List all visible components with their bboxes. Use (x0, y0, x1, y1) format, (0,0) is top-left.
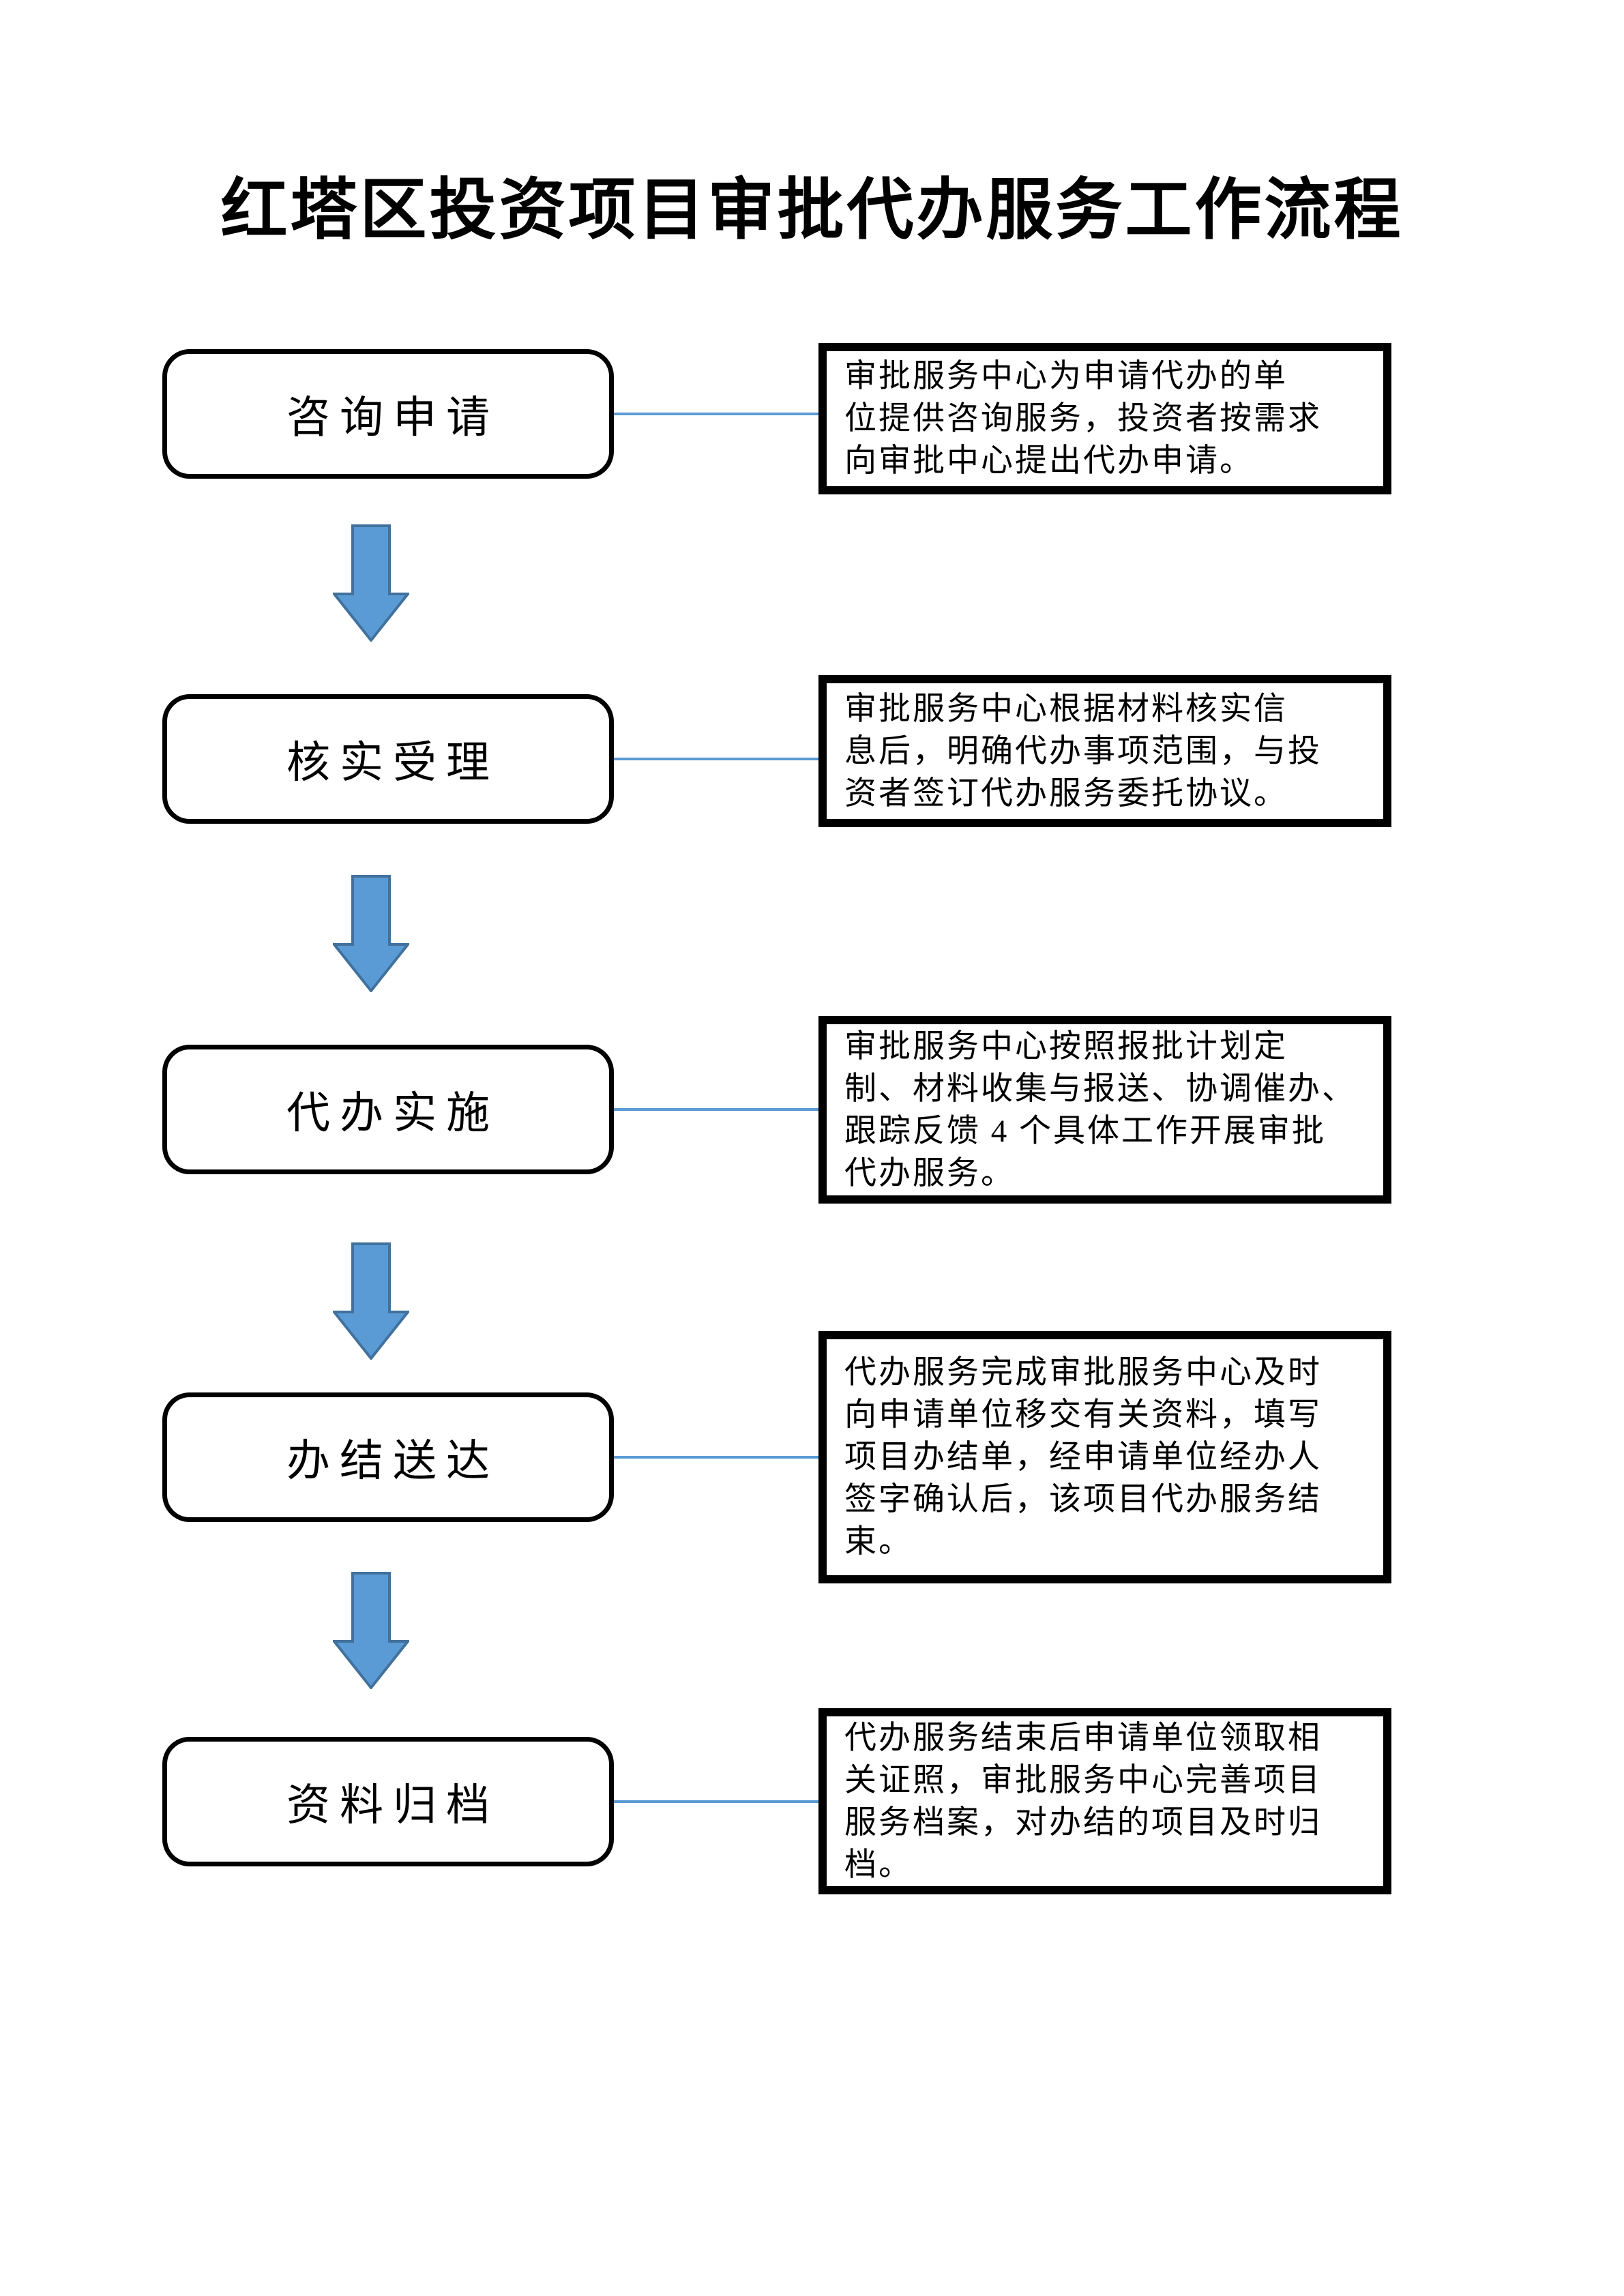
step-box-agency-implement: 代办实施 (162, 1045, 614, 1174)
down-arrow-icon (333, 524, 409, 642)
connector-line (614, 1800, 818, 1803)
step-description: 代办服务完成审批服务中心及时 向申请单位移交有关资料，填写 项目办结单，经申请单… (844, 1355, 1322, 1560)
step-description-box: 代办服务完成审批服务中心及时 向申请单位移交有关资料，填写 项目办结单，经申请单… (818, 1331, 1391, 1583)
connector-line (614, 758, 818, 760)
step-box-complete-deliver: 办结送达 (162, 1392, 614, 1522)
step-label: 咨询申请 (286, 393, 499, 442)
down-arrow-icon (333, 1242, 409, 1360)
down-arrow-icon (333, 875, 409, 992)
step-label: 代办实施 (286, 1089, 499, 1137)
step-description-box: 审批服务中心为申请代办的单 位提供咨询服务，投资者按需求 向审批中心提出代办申请… (818, 343, 1391, 494)
step-box-verify-accept: 核实受理 (162, 694, 614, 824)
connector-line (614, 413, 818, 415)
step-description-box: 审批服务中心按照报批计划定 制、材料收集与报送、协调催办、 跟踪反馈 4 个具体… (818, 1016, 1391, 1204)
page-title: 红塔区投资项目审批代办服务工作流程 (220, 174, 1404, 248)
step-description-box: 审批服务中心根据材料核实信 息后，明确代办事项范围，与投 资者签订代办服务委托协… (818, 675, 1391, 827)
step-label: 资料归档 (286, 1781, 499, 1830)
step-description: 代办服务结束后申请单位领取相 关证照，审批服务中心完善项目 服务档案，对办结的项… (844, 1720, 1322, 1883)
step-label: 办结送达 (286, 1437, 499, 1485)
step-description: 审批服务中心为申请代办的单 位提供咨询服务，投资者按需求 向审批中心提出代办申请… (844, 359, 1322, 479)
connector-line (614, 1456, 818, 1459)
step-label: 核实受理 (286, 739, 499, 787)
down-arrow-icon (333, 1572, 409, 1689)
step-description: 审批服务中心根据材料核实信 息后，明确代办事项范围，与投 资者签订代办服务委托协… (844, 691, 1322, 811)
step-description: 审批服务中心按照报批计划定 制、材料收集与报送、协调催办、 跟踪反馈 4 个具体… (844, 1028, 1356, 1191)
step-description-box: 代办服务结束后申请单位领取相 关证照，审批服务中心完善项目 服务档案，对办结的项… (818, 1708, 1391, 1894)
connector-line (614, 1108, 818, 1111)
step-box-archive-materials: 资料归档 (162, 1737, 614, 1866)
step-box-consult-apply: 咨询申请 (162, 349, 614, 479)
